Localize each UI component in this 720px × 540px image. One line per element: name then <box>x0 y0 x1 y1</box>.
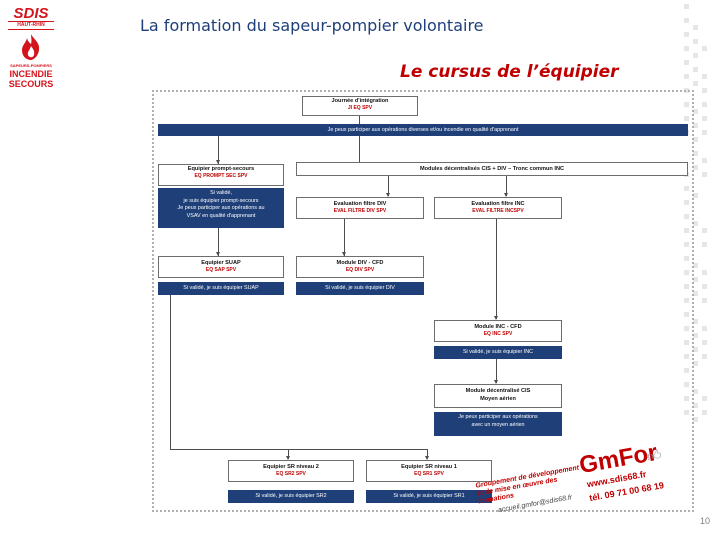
decorative-square <box>684 4 689 9</box>
bar-general: Je peux participer aux opérations divers… <box>158 124 688 136</box>
decorative-square <box>684 60 689 65</box>
box-module-cis: Module décentralisé CIS Moyen aérien <box>434 384 562 408</box>
bar-sr1: Si validé, je suis équipier SR1 <box>366 490 492 503</box>
module-inc-title: Module INC - CFD <box>435 321 561 331</box>
decorative-square <box>693 53 698 58</box>
decorative-square <box>702 172 707 177</box>
module-div-title: Module DIV - CFD <box>297 257 423 267</box>
box-modules-decentralises: Modules décentralisés CIS + DIV – Tronc … <box>296 162 688 176</box>
sr2-title: Equipier SR niveau 2 <box>229 461 353 471</box>
decorative-square <box>684 74 689 79</box>
connector <box>359 136 360 162</box>
box-module-div: Module DIV - CFD EQ DIV SPV <box>296 256 424 278</box>
bar-prompt-line: je suis équipier prompt-secours <box>158 198 284 206</box>
decorative-square <box>702 46 707 51</box>
decorative-square <box>702 228 707 233</box>
integration-code: JI EQ SPV <box>303 105 417 111</box>
decorative-square <box>702 340 707 345</box>
sr2-code: EQ SR2 SPV <box>229 471 353 477</box>
decorative-square <box>702 298 707 303</box>
sdis-logo: SDIS HAUT-RHIN SAPEURS-POMPIERS INCENDIE… <box>8 6 54 102</box>
box-eval-inc: Evaluation filtre INC EVAL FILTRE INCSPV <box>434 197 562 219</box>
logo-secours-text: SECOURS <box>8 79 54 89</box>
connector <box>170 295 171 449</box>
eval-div-code: EVAL FILTRE DIV SPV <box>297 208 423 214</box>
module-cis-subtitle: Moyen aérien <box>435 395 561 403</box>
eval-inc-title: Evaluation filtre INC <box>435 198 561 208</box>
bar-div: Si validé, je suis équipier DIV <box>296 282 424 295</box>
eval-inc-code: EVAL FILTRE INCSPV <box>435 208 561 214</box>
decorative-square <box>702 354 707 359</box>
decorative-square <box>702 102 707 107</box>
module-inc-code: EQ INC SPV <box>435 331 561 337</box>
decorative-square <box>684 18 689 23</box>
prompt-secours-title: Equipier prompt-secours <box>159 165 283 173</box>
page-subtitle: Le cursus de l’équipier <box>400 62 619 82</box>
decorative-square <box>702 284 707 289</box>
flame-icon <box>16 32 46 62</box>
decorative-square <box>702 130 707 135</box>
decorative-square <box>702 270 707 275</box>
bar-prompt-line: Je peux participer aux opérations au <box>158 205 284 213</box>
bar-prompt-line: VSAV en qualité d'apprenant <box>158 213 284 221</box>
decorative-square <box>684 32 689 37</box>
decorative-square <box>693 67 698 72</box>
modules-decentralises-title: Modules décentralisés CIS + DIV – Tronc … <box>297 163 687 173</box>
decorative-square <box>702 410 707 415</box>
eval-div-title: Evaluation filtre DIV <box>297 198 423 208</box>
prompt-secours-code: EQ PROMPT SEC SPV <box>159 173 283 179</box>
decorative-square <box>702 396 707 401</box>
page-number: 10 <box>700 516 710 526</box>
decorative-square <box>702 74 707 79</box>
decorative-square <box>702 158 707 163</box>
decorative-square <box>702 88 707 93</box>
module-cis-title: Module décentralisé CIS <box>435 385 561 395</box>
bar-aerien-line: Je peux participer aux opérations <box>434 414 562 422</box>
connector <box>496 219 497 319</box>
bar-suap: Si validé, je suis équipier SUAP <box>158 282 284 295</box>
bar-sr2: Si validé, je suis équipier SR2 <box>228 490 354 503</box>
box-eval-div: Evaluation filtre DIV EVAL FILTRE DIV SP… <box>296 197 424 219</box>
connector <box>170 449 428 450</box>
logo-region-text: HAUT-RHIN <box>8 21 54 30</box>
integration-title: Journée d'intégration <box>303 97 417 105</box>
decorative-square <box>702 242 707 247</box>
box-module-inc: Module INC - CFD EQ INC SPV <box>434 320 562 342</box>
bar-prompt-line: Si validé, <box>158 190 284 198</box>
module-div-code: EQ DIV SPV <box>297 267 423 273</box>
logo-incendie-text: INCENDIE <box>8 69 54 79</box>
decorative-square <box>702 326 707 331</box>
page-title: La formation du sapeur-pompier volontair… <box>140 16 484 35</box>
decorative-square <box>684 46 689 51</box>
bar-aerien: Je peux participer aux opérations avec u… <box>434 412 562 436</box>
bar-aerien-line: avec un moyen aérien <box>434 422 562 430</box>
thumbs-up-icon: 👍︎ <box>646 446 663 465</box>
box-integration: Journée d'intégration JI EQ SPV <box>302 96 418 116</box>
decorative-square <box>693 25 698 30</box>
bar-inc: Si validé, je suis équipier INC <box>434 346 562 359</box>
box-prompt-secours: Equipier prompt-secours EQ PROMPT SEC SP… <box>158 164 284 186</box>
decorative-square <box>693 39 698 44</box>
box-sr2: Equipier SR niveau 2 EQ SR2 SPV <box>228 460 354 482</box>
suap-title: Equipier SUAP <box>159 257 283 267</box>
suap-code: EQ SAP SPV <box>159 267 283 273</box>
decorative-square <box>693 81 698 86</box>
logo-sdis-text: SDIS <box>8 6 54 21</box>
connector <box>359 116 360 124</box>
bar-prompt-secours: Si validé, je suis équipier prompt-secou… <box>158 188 284 228</box>
decorative-square <box>702 116 707 121</box>
connector <box>344 219 345 256</box>
box-suap: Equipier SUAP EQ SAP SPV <box>158 256 284 278</box>
